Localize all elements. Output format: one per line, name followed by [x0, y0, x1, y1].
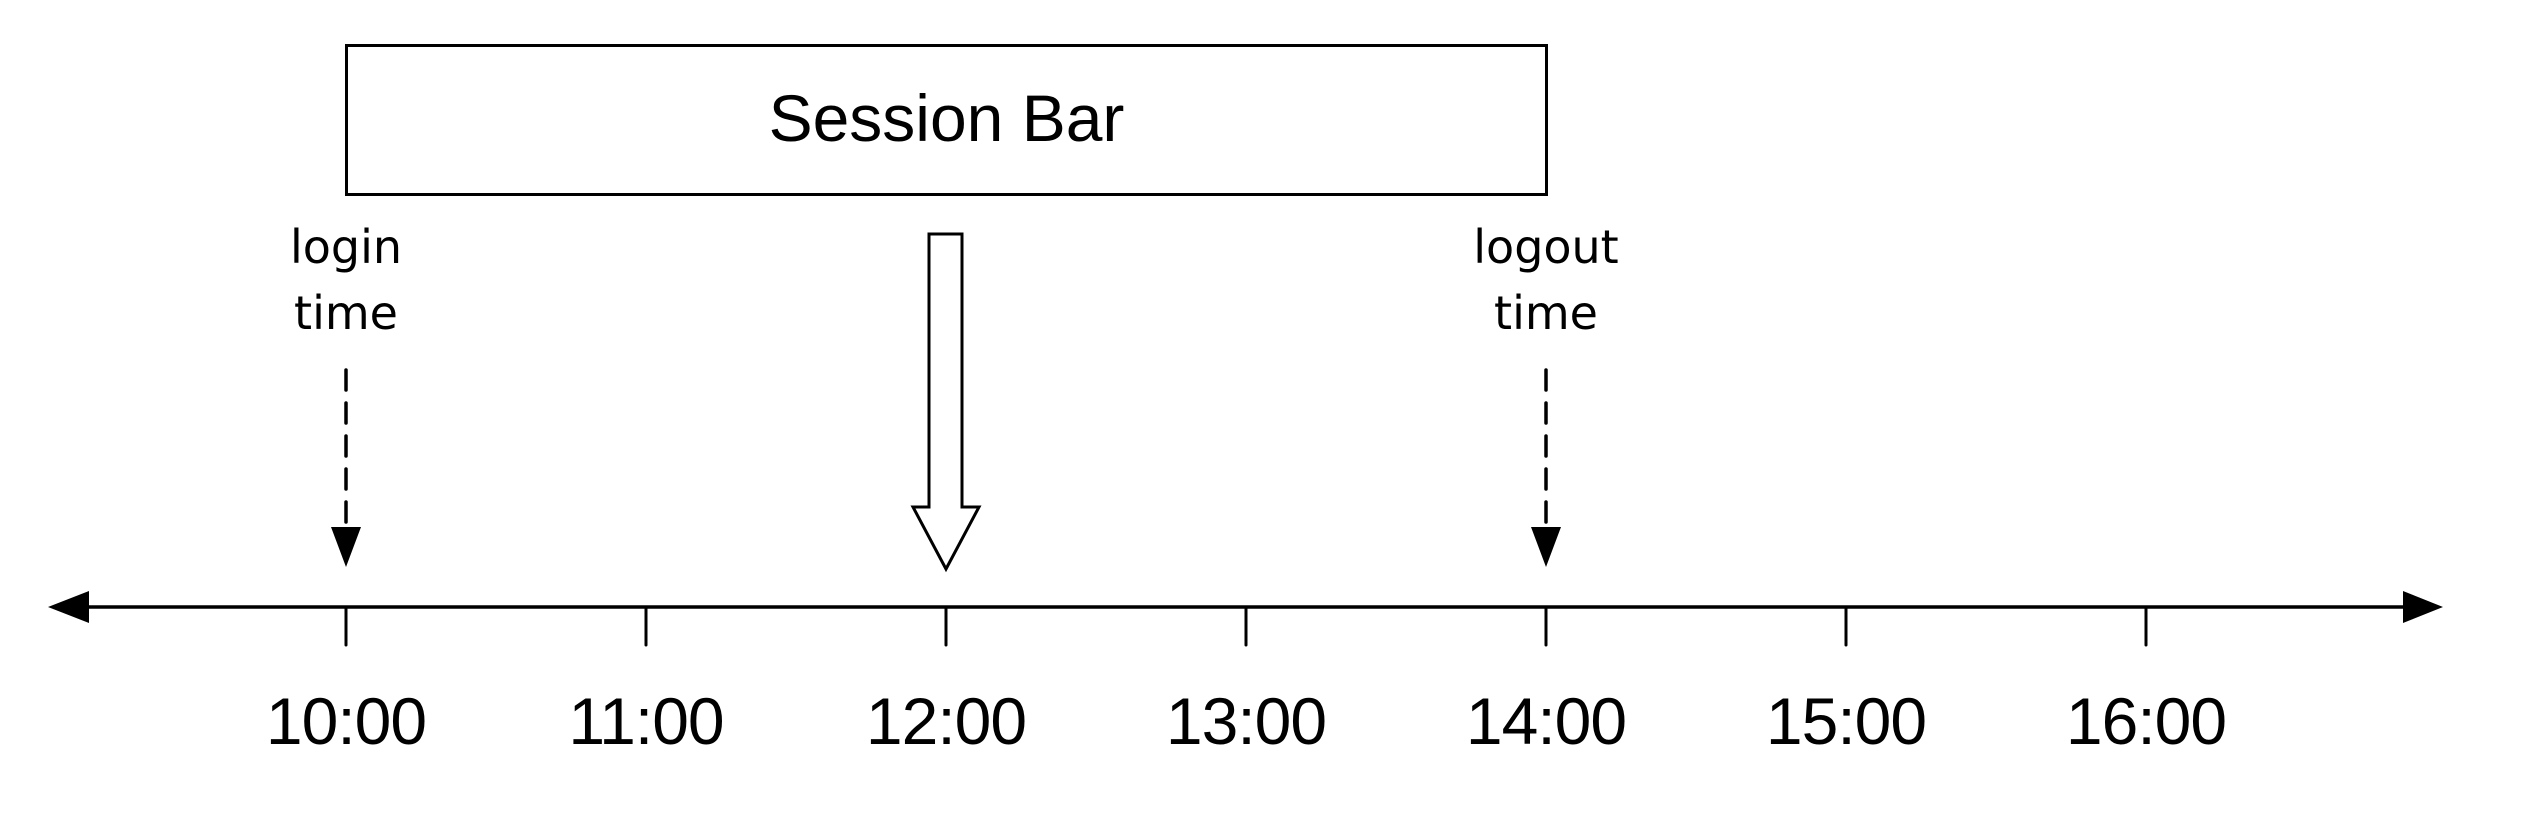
time-axis	[48, 591, 2443, 623]
axis-ticks	[344, 605, 2148, 647]
tick-label-11: 11:00	[568, 684, 724, 758]
logout-label-line1: logout	[1473, 220, 1619, 274]
tick-label-12: 12:00	[865, 684, 1027, 758]
logout-label-line2: time	[1494, 286, 1598, 340]
current-time-block-arrow-icon	[910, 232, 982, 573]
tick-label-10: 10:00	[265, 684, 427, 758]
tick-label-15: 15:00	[1765, 684, 1927, 758]
logout-dashed-arrow-icon	[1531, 368, 1561, 567]
session-bar: Session Bar	[345, 44, 1548, 196]
login-label-line1: login	[289, 220, 403, 274]
login-time-label: login time	[226, 214, 466, 346]
axis-right-arrowhead-icon	[2403, 591, 2443, 623]
tick-label-16: 16:00	[2065, 684, 2227, 758]
login-dashed-arrow-icon	[331, 368, 361, 567]
tick-label-14: 14:00	[1465, 684, 1627, 758]
login-label-line2: time	[294, 286, 398, 340]
logout-time-label: logout time	[1426, 214, 1666, 346]
tick-label-13: 13:00	[1165, 684, 1327, 758]
session-bar-label: Session Bar	[768, 81, 1125, 155]
axis-left-arrowhead-icon	[48, 591, 89, 623]
